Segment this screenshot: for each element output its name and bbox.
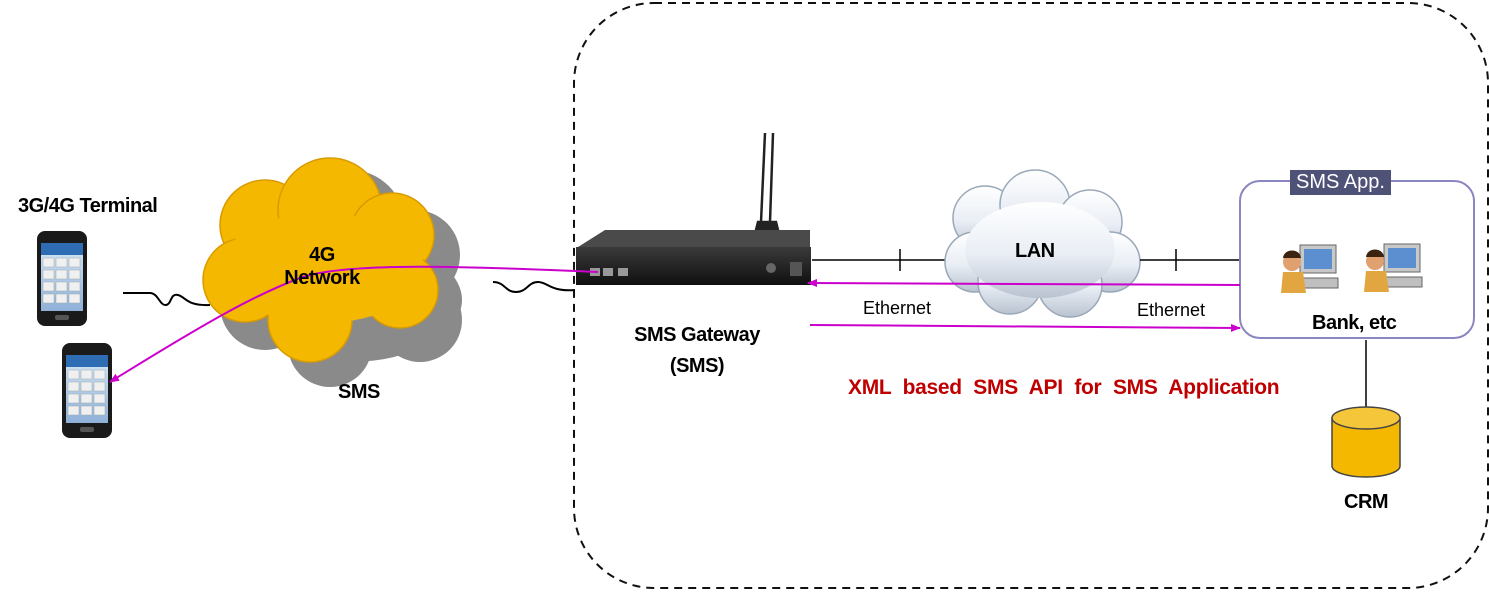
sms-flow-gateway-to-app <box>809 323 1241 332</box>
bank-label: Bank, etc <box>1312 312 1397 334</box>
sms-flow-app-to-gateway <box>807 279 1241 288</box>
database-icon <box>1331 406 1401 478</box>
gateway-label-line1: SMS Gateway <box>634 324 760 346</box>
gateway-label-line2: (SMS) <box>669 355 725 377</box>
ethernet-right-label: Ethernet <box>1137 300 1206 320</box>
phone-icon <box>37 231 87 326</box>
user-computer-icon <box>1364 243 1423 292</box>
lan-label: LAN <box>1015 240 1055 262</box>
network-label-line2: Network <box>284 267 360 289</box>
network-cloud <box>202 157 439 363</box>
gateway-label: SMS Gateway (SMS) <box>597 320 797 382</box>
sms-app-title: SMS App. <box>1290 170 1391 195</box>
sms-cloud-label: SMS <box>338 381 380 403</box>
enterprise-boundary <box>573 2 1489 589</box>
network-label-line1: 4G <box>309 244 335 266</box>
crm-label: CRM <box>1344 491 1389 513</box>
gateway-device-icon <box>576 230 811 285</box>
wireless-link <box>123 292 211 307</box>
phone-icon <box>62 343 112 438</box>
ethernet-left-label: Ethernet <box>863 298 932 318</box>
lan-cloud-icon <box>944 169 1141 318</box>
wireless-link <box>492 280 576 294</box>
terminal-label: 3G/4G Terminal <box>18 195 158 217</box>
sms-flow-to-gateway <box>109 265 599 383</box>
network-label: 4G Network <box>262 244 382 290</box>
antenna-icon <box>754 132 780 232</box>
user-computer-icon <box>1281 244 1339 293</box>
api-description: XML based SMS API for SMS Application <box>848 376 1280 399</box>
